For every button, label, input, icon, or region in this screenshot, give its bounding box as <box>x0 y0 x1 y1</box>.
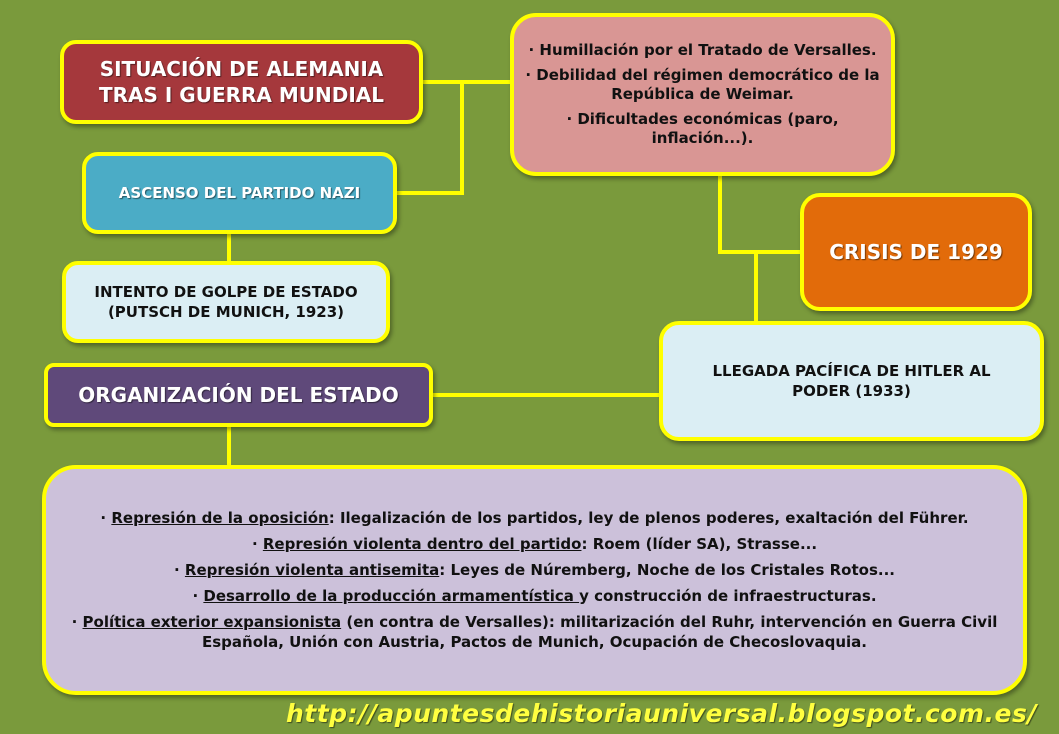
medida-text: (en contra de Versalles): militarización… <box>201 613 998 651</box>
golpe-estado-box: INTENTO DE GOLPE DE ESTADO (PUTSCH DE MU… <box>62 261 390 343</box>
connector-vertical-ascenso <box>397 82 464 195</box>
medida-item: · Política exterior expansionista (en co… <box>71 613 998 651</box>
llegada-line-1: LLEGADA PACÍFICA DE HITLER AL <box>712 362 991 380</box>
crisis-label: CRISIS DE 1929 <box>829 240 1003 264</box>
medida-item: · Represión violenta antisemita: Leyes d… <box>174 561 895 579</box>
causas-box: · Humillación por el Tratado de Versalle… <box>510 13 895 176</box>
medida-item: · Represión de la oposición: Ilegalizaci… <box>100 509 969 527</box>
medida-text: : Roem (líder SA), Strasse... <box>581 535 818 553</box>
medida-title: Represión de la oposición <box>111 509 329 527</box>
golpe-line-2: (PUTSCH DE MUNICH, 1923) <box>107 303 345 321</box>
crisis-1929-box: CRISIS DE 1929 <box>800 193 1032 311</box>
llegada-hitler-box: LLEGADA PACÍFICA DE HITLER AL PODER (193… <box>659 321 1044 441</box>
ascenso-partido-box: ASCENSO DEL PARTIDO NAZI <box>82 152 397 234</box>
organizacion-estado-box: ORGANIZACIÓN DEL ESTADO <box>44 363 433 427</box>
medida-title: Represión violenta antisemita <box>184 561 440 579</box>
causa-item: · Debilidad del régimen democrático de l… <box>525 66 880 103</box>
medida-item: · Desarrollo de la producción armamentís… <box>192 587 877 605</box>
situacion-alemania-box: SITUACIÓN DE ALEMANIA TRAS I GUERRA MUND… <box>60 40 423 124</box>
medida-title: Represión violenta dentro del partido <box>262 535 582 553</box>
causa-item: · Humillación por el Tratado de Versalle… <box>528 41 877 59</box>
medida-text: : Leyes de Núremberg, Noche de los Crist… <box>439 561 895 579</box>
connector-causas-crisis <box>718 176 800 254</box>
medida-title: Desarrollo de la producción armamentísti… <box>203 587 580 605</box>
medida-item: · Represión violenta dentro del partido:… <box>251 535 818 553</box>
llegada-line-2: PODER (1933) <box>792 382 911 400</box>
causa-item: · Dificultades económicas (paro, inflaci… <box>566 110 839 147</box>
organizacion-label: ORGANIZACIÓN DEL ESTADO <box>78 383 399 407</box>
medida-text: : Ilegalización de los partidos, ley de … <box>328 509 969 527</box>
medida-text: y construcción de infraestructuras. <box>579 587 877 605</box>
medida-title: Política exterior expansionista <box>82 613 342 631</box>
blog-url: http://apuntesdehistoriauniversal.blogsp… <box>285 699 1037 728</box>
golpe-line-1: INTENTO DE GOLPE DE ESTADO <box>94 283 358 301</box>
ascenso-label: ASCENSO DEL PARTIDO NAZI <box>118 184 361 202</box>
medidas-box: · Represión de la oposición: Ilegalizaci… <box>42 465 1027 695</box>
situacion-line-2: TRAS I GUERRA MUNDIAL <box>99 83 384 107</box>
situacion-line-1: SITUACIÓN DE ALEMANIA <box>99 57 384 81</box>
